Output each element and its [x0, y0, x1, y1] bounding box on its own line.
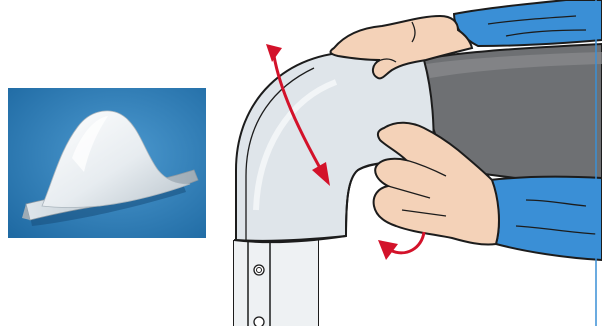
rotate-back-arrowhead [378, 240, 398, 260]
fitting-illustration-svg [226, 0, 602, 326]
elbow-cover-photo [8, 88, 206, 238]
fitting-illustration [226, 0, 602, 326]
upper-sleeve [454, 0, 602, 46]
vertical-pipe-fill [234, 236, 318, 326]
rivet-1 [254, 265, 264, 275]
elbow-cover-photo-svg [8, 88, 206, 238]
rotate-back-arrow [390, 232, 424, 253]
rivet-2 [254, 317, 264, 326]
lower-sleeve [490, 177, 602, 260]
